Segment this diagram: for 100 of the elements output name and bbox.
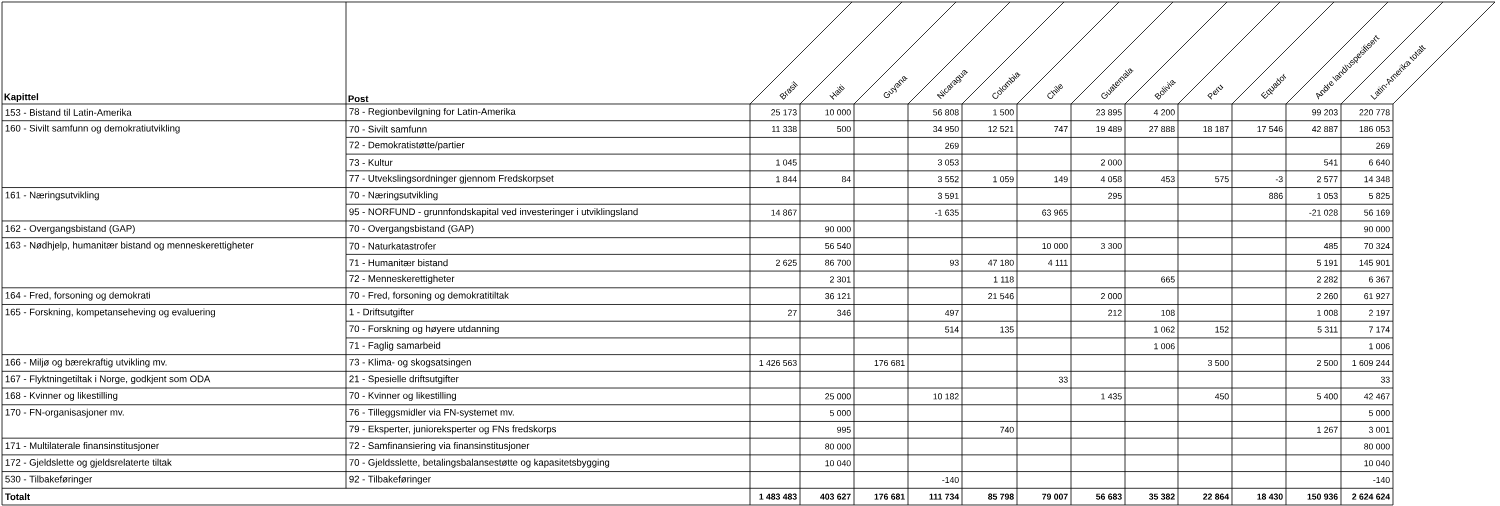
table-cell: 18 187 [1203,126,1229,133]
total-cell: 176 681 [874,493,905,500]
table-cell: 92 - Tilbakeføringer [349,475,431,485]
table-cell: 541 [1324,159,1338,166]
table-cell: 90 000 [1364,226,1390,233]
table-cell: 7 174 [1369,326,1390,333]
table-cell: 269 [1376,142,1390,149]
table-cell: 3 053 [937,159,959,166]
table-cell: 747 [1054,126,1068,132]
table-cell: 346 [837,309,851,316]
column-header: Kapittel [4,93,39,103]
table-cell: 11 338 [772,126,797,133]
table-cell: 176 681 [874,359,905,366]
table-cell: 2 000 [1101,159,1122,166]
table-cell: 2 000 [1101,293,1122,300]
table-cell: 2 260 [1317,293,1338,300]
table-cell: 70 - Forskning og høyere utdanning [349,325,499,334]
table-cell: 152 [1215,326,1229,333]
table-cell: 17 546 [1257,126,1283,133]
table-cell: 160 - Sivilt samfunn og demokratiutvikling [5,124,180,134]
table-cell: 172 - Gjeldslette og gjeldsrelaterte tiltak [5,458,172,468]
table-cell: 135 [1000,326,1014,333]
table-cell: 5 000 [829,410,851,417]
table-cell: 295 [1108,192,1122,199]
table-cell: 33 [1058,376,1068,383]
table-cell: -140 [1373,476,1390,483]
table-cell: 1 267 [1317,426,1338,433]
table-cell: 72 - Menneskerettigheter [349,275,455,284]
total-cell: 22 864 [1203,493,1230,500]
table-cell: 485 [1323,242,1338,250]
table-cell: 145 901 [1359,259,1390,266]
table-cell: 149 [1054,176,1068,183]
table-cell: 77 - Utvekslingsordninger gjennom Fredskorpset [349,174,554,184]
table-cell: 63 965 [1042,209,1068,216]
table-cell: 34 950 [933,126,959,133]
table-cell: 1 500 [993,109,1014,116]
table-cell: 70 - Overgangsbistand (GAP) [349,224,474,234]
table-cell: 72 - Samfinansiering via finansinstitusjoner [349,442,530,451]
table-cell: 163 - Nødhjelp, humanitær bistand og menneskerettigheter [5,241,254,251]
table-cell: 90 000 [825,226,851,233]
table-cell: 70 - Næringsutvikling [349,191,438,201]
table-cell: 76 - Tilleggsmidler via FN-systemet mv. [349,408,514,418]
total-cell: 79 007 [1042,493,1068,500]
table-cell: 5 000 [1368,410,1390,417]
table-cell: 162 - Overgangsbistand (GAP) [5,224,135,234]
table-cell: 2 500 [1317,359,1338,366]
table-cell: 2 282 [1317,276,1338,283]
table-cell: 530 - Tilbakeføringer [5,475,93,485]
table-cell: 36 121 [825,293,851,300]
table-cell: 27 888 [1149,126,1175,133]
table-cell: 1 006 [1154,343,1175,350]
table-cell: 10 000 [825,109,851,116]
total-cell: 18 430 [1257,493,1283,500]
table-cell: 450 [1214,393,1229,400]
table-cell: 1 - Driftsutgifter [349,308,414,318]
table-cell: 10 040 [825,460,851,467]
table-cell: 70 - Fred, forsoning og demokratitiltak [349,291,509,301]
table-cell: 665 [1161,276,1175,283]
table-cell: 1 059 [993,176,1014,183]
table-cell: 166 - Miljø og bærekraftig utvikling mv. [5,358,167,368]
table-cell: 71 - Humanitær bistand [349,259,448,267]
table-cell: 4 111 [1048,259,1068,266]
table-cell: 5 191 [1316,259,1338,266]
table-cell: 70 - Sivilt samfunn [349,125,427,133]
table-cell: 33 [1380,376,1390,383]
table-cell: 1 118 [993,276,1014,283]
table-cell: 10 000 [1042,242,1068,250]
table-cell: 170 - FN-organisasjoner mv. [5,408,124,418]
table-cell: 995 [837,426,851,433]
table-cell: 514 [945,326,959,333]
table-cell: 70 - Gjeldsslette, betalingsbalansestøtte og kapasitetsbygging [349,458,610,468]
table-cell: 80 000 [825,443,851,450]
table-cell: -140 [942,476,959,483]
table-cell: 212 [1108,309,1122,316]
table-cell: 42 467 [1364,393,1390,400]
table-cell: 2 197 [1369,309,1390,316]
table-cell: 153 - Bistand til Latin-Amerika [5,108,132,116]
table-cell: 108 [1161,309,1175,316]
table-cell: 1 008 [1317,309,1338,316]
table-cell: 1 053 [1317,192,1338,199]
table-cell: 453 [1160,176,1175,183]
total-cell: 85 798 [988,493,1014,500]
table-cell: 2 625 [776,259,797,266]
table-cell: 5 400 [1316,393,1338,400]
table-cell: 10 040 [1364,460,1390,467]
table-cell: 3 001 [1368,426,1390,433]
table-cell: 1 609 244 [1352,359,1390,366]
table-cell: 70 324 [1364,242,1390,250]
table-cell: 14 348 [1364,176,1390,183]
total-cell: 1 483 483 [759,493,797,500]
table-cell: 2 577 [1317,176,1338,183]
table-cell: 575 [1215,176,1229,183]
total-cell: Totalt [5,493,30,501]
table-cell: 1 045 [776,159,797,166]
total-cell: 111 734 [929,493,960,500]
table-cell: 80 000 [1364,443,1390,450]
table-cell: 167 - Flyktningetiltak i Norge, godkjent som ODA [5,375,211,385]
table-cell: 4 200 [1153,109,1175,116]
table-cell: 5 311 [1317,326,1338,333]
table-cell: 70 - Kvinner og likestilling [349,391,456,401]
